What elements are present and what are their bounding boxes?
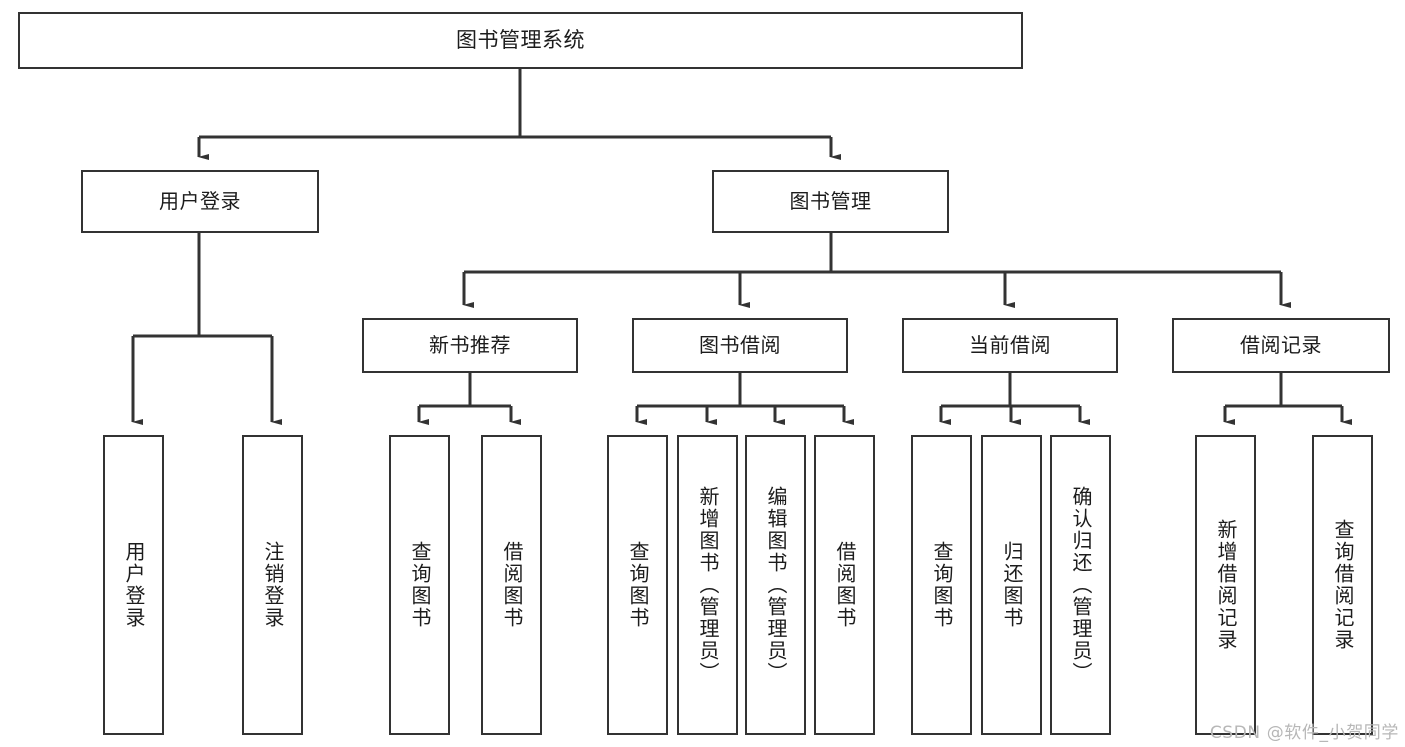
leaf-current-return-book[interactable]: 归还图书 — [981, 435, 1042, 735]
node-label: 图书管理 — [789, 189, 872, 213]
leaf-record-add-borrow-record[interactable]: 新增借阅记录 — [1195, 435, 1256, 735]
node-borrowing-record[interactable]: 借阅记录 — [1172, 318, 1390, 373]
node-label: 借阅记录 — [1240, 333, 1322, 357]
node-label: 查询图书 — [408, 541, 432, 629]
leaf-logout[interactable]: 注销登录 — [242, 435, 303, 735]
node-label: 查询图书 — [626, 541, 650, 629]
node-label: 注销登录 — [261, 541, 285, 629]
csdn-watermark: CSDN @软件_小贺同学 — [1209, 723, 1399, 743]
leaf-new-book-borrow-book[interactable]: 借阅图书 — [481, 435, 542, 735]
leaf-borrow-borrow-book[interactable]: 借阅图书 — [814, 435, 875, 735]
node-label: 借阅图书 — [833, 541, 857, 629]
node-label: 用户登录 — [159, 189, 241, 213]
leaf-current-query-book[interactable]: 查询图书 — [911, 435, 972, 735]
node-user-login[interactable]: 用户登录 — [81, 170, 319, 233]
node-label: 当前借阅 — [969, 333, 1051, 357]
node-book-management[interactable]: 图书管理 — [712, 170, 949, 233]
node-label: 借阅图书 — [500, 541, 524, 629]
node-label: 图书管理系统 — [456, 28, 585, 53]
leaf-record-query-borrow-record[interactable]: 查询借阅记录 — [1312, 435, 1373, 735]
node-label: 查询图书 — [930, 541, 954, 629]
node-label: 编辑图书（管理员） — [764, 486, 788, 684]
node-label: 确认归还（管理员） — [1069, 486, 1093, 684]
leaf-new-book-query-book[interactable]: 查询图书 — [389, 435, 450, 735]
node-label: 新书推荐 — [429, 333, 511, 357]
node-root-book-management-system[interactable]: 图书管理系统 — [18, 12, 1023, 69]
node-book-borrowing[interactable]: 图书借阅 — [632, 318, 848, 373]
leaf-current-confirm-return-admin[interactable]: 确认归还（管理员） — [1050, 435, 1111, 735]
node-label: 用户登录 — [122, 541, 146, 629]
node-label: 查询借阅记录 — [1331, 519, 1355, 651]
node-label: 新增借阅记录 — [1214, 519, 1238, 651]
leaf-borrow-add-book-admin[interactable]: 新增图书（管理员） — [677, 435, 738, 735]
leaf-borrow-edit-book-admin[interactable]: 编辑图书（管理员） — [745, 435, 806, 735]
node-label: 新增图书（管理员） — [696, 486, 720, 684]
node-label: 归还图书 — [1000, 541, 1024, 629]
node-current-borrowing[interactable]: 当前借阅 — [902, 318, 1118, 373]
leaf-borrow-query-book[interactable]: 查询图书 — [607, 435, 668, 735]
node-new-book-recommendation[interactable]: 新书推荐 — [362, 318, 578, 373]
node-label: 图书借阅 — [699, 333, 781, 357]
leaf-user-login[interactable]: 用户登录 — [103, 435, 164, 735]
